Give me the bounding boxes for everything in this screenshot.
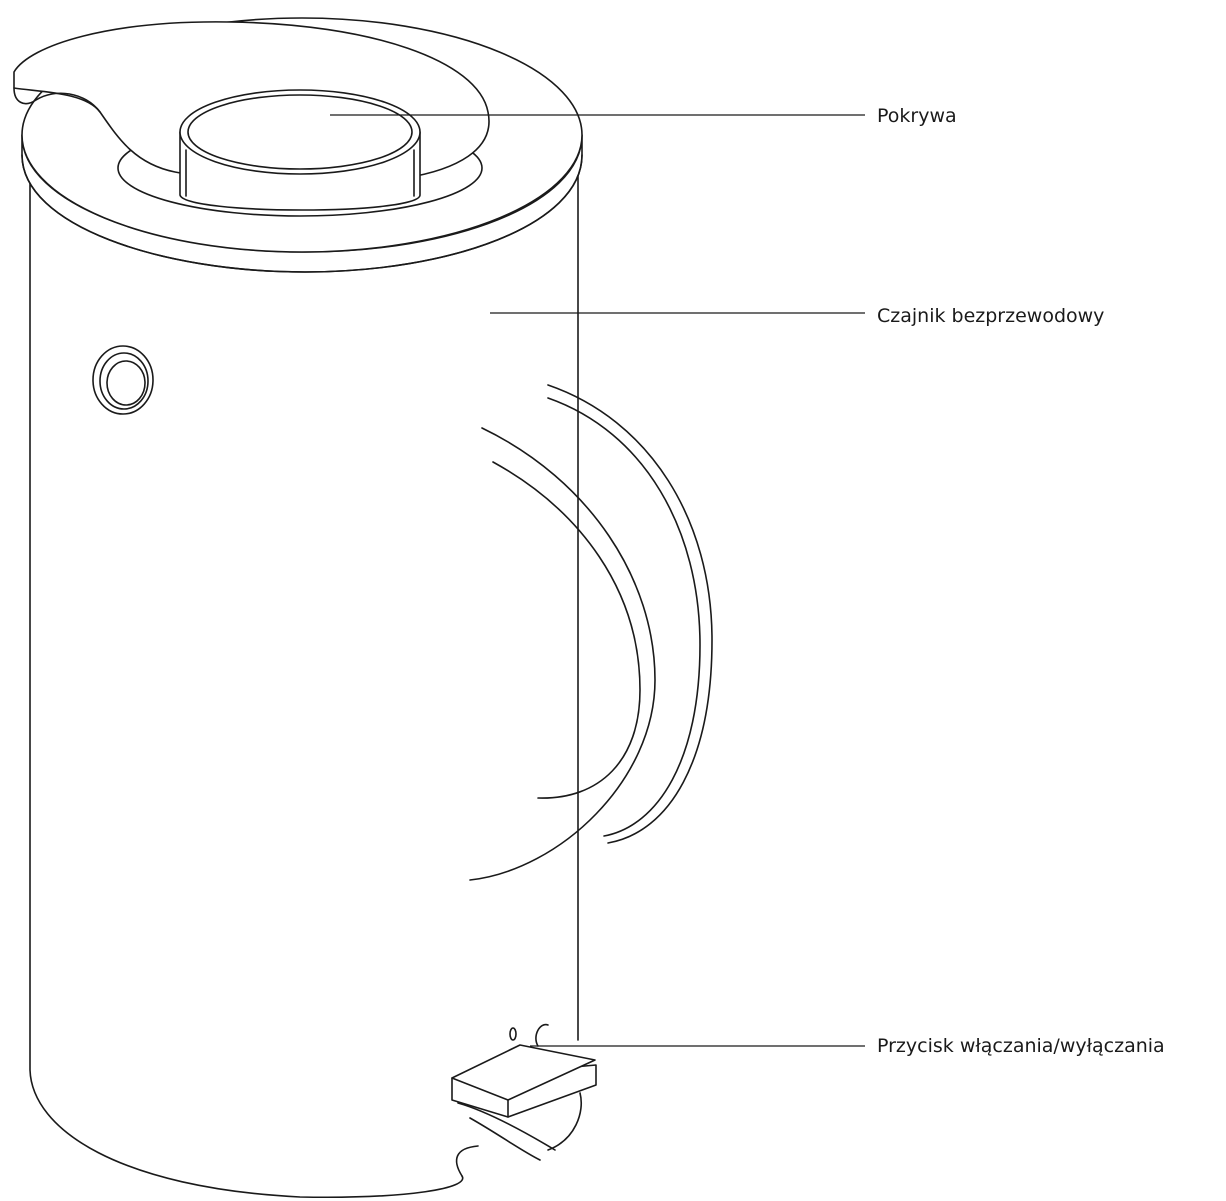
indicator-light-icon [92,345,154,415]
callout-label-body: Czajnik bezprzewodowy [877,305,1105,327]
callout-label-switch: Przycisk włączania/wyłączania [877,1035,1165,1057]
kettle-lid [13,17,583,273]
power-switch [451,1023,597,1161]
kettle-handle [469,384,713,881]
kettle-body [29,174,579,1199]
callout-label-lid: Pokrywa [877,105,957,127]
